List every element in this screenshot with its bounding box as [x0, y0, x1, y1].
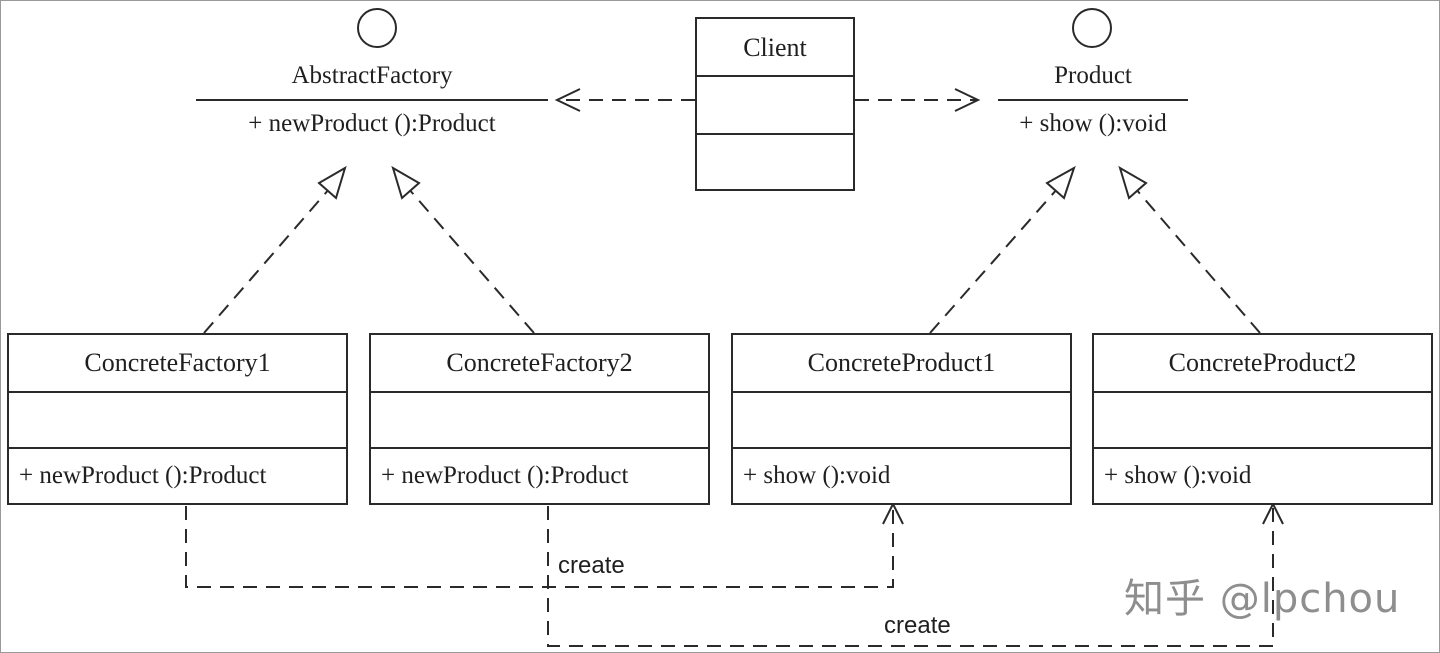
product1-realizes-product	[929, 165, 1076, 334]
concrete-product-2-attributes	[1094, 393, 1431, 449]
product2-realizes-product	[1118, 165, 1261, 334]
concrete-product-1-box: ConcreteProduct1 + show ():void	[731, 333, 1072, 505]
abstract-factory-operation: + newProduct ():Product	[248, 110, 496, 137]
concrete-product-2-box: ConcreteProduct2 + show ():void	[1092, 333, 1433, 505]
concrete-factory-1-name: ConcreteFactory1	[84, 348, 271, 377]
concrete-factory-2-box: ConcreteFactory2 + newProduct ():Product	[369, 333, 710, 505]
factory1-realizes-abstract-factory	[203, 165, 347, 334]
concrete-factory-1-operation: + newProduct ():Product	[19, 462, 267, 489]
concrete-product-1-name: ConcreteProduct1	[807, 348, 996, 377]
concrete-product-2-operation: + show ():void	[1104, 462, 1252, 489]
product-name: Product	[1054, 62, 1132, 89]
concrete-factory-2-name: ConcreteFactory2	[446, 348, 633, 377]
product-operation: + show ():void	[1019, 110, 1167, 137]
create-label-1: create	[558, 552, 625, 579]
client-to-abstract-factory-dependency	[554, 88, 695, 112]
client-to-product-dependency	[855, 88, 981, 112]
client-operations	[697, 135, 853, 189]
concrete-product-1-operation: + show ():void	[743, 462, 891, 489]
factory1-creates-product1	[185, 501, 904, 588]
concrete-factory-2-operation: + newProduct ():Product	[381, 462, 629, 489]
concrete-factory-1-attributes	[9, 393, 346, 449]
abstract-factory-lollipop-icon	[357, 8, 397, 48]
client-class-name: Client	[743, 33, 807, 62]
create-label-2: create	[884, 612, 951, 639]
concrete-factory-2-attributes	[371, 393, 708, 449]
concrete-factory-1-box: ConcreteFactory1 + newProduct ():Product	[7, 333, 348, 505]
concrete-product-2-name: ConcreteProduct2	[1168, 348, 1357, 377]
client-class-box: Client	[695, 17, 855, 191]
product-lollipop-icon	[1072, 8, 1112, 48]
client-attributes	[697, 77, 853, 135]
factory2-realizes-abstract-factory	[391, 165, 535, 334]
zhihu-watermark: 知乎 @lpchou	[1124, 576, 1401, 622]
concrete-product-1-attributes	[733, 393, 1070, 449]
abstract-factory-name: AbstractFactory	[291, 62, 453, 89]
